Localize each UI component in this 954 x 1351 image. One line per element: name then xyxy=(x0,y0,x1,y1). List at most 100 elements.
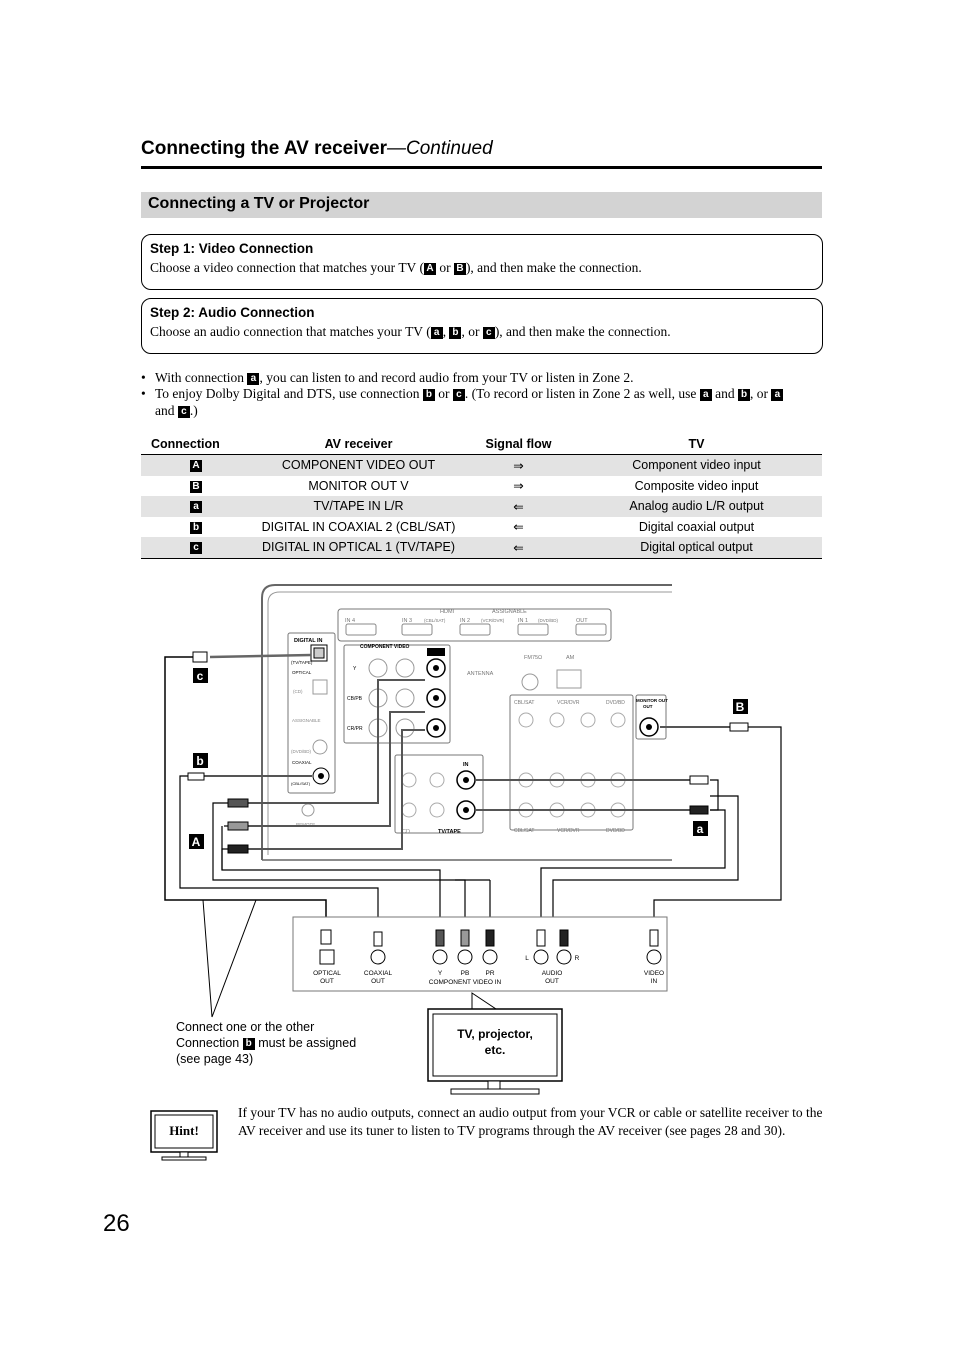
fm-antenna-jack xyxy=(521,673,539,691)
tv-monitor-illustration xyxy=(427,1008,563,1095)
step1-text-before: Choose a video connection that matches y… xyxy=(150,260,424,275)
cbl-sat-small-label: (CBL/SAT) xyxy=(291,781,311,786)
tv-tape-label: TV/TAPE xyxy=(438,829,461,835)
header-rule xyxy=(141,166,822,169)
bullet2-line2-and: and xyxy=(155,403,178,418)
bullet2-pre: To enjoy Dolby Digital and DTS, use conn… xyxy=(155,386,423,401)
table-row: b DIGITAL IN COAXIAL 2 (CBL/SAT) ⇐ Digit… xyxy=(141,517,822,538)
in4-label: IN 4 xyxy=(345,618,355,624)
optical-label: OPTICAL xyxy=(292,670,312,675)
row-flow: ⇐ xyxy=(513,520,524,535)
l-label: L xyxy=(525,955,529,962)
bullet2-or: or xyxy=(434,386,453,401)
note-line2-pre: Connection xyxy=(176,1036,243,1050)
section-heading-bar: Connecting a TV or Projector xyxy=(141,192,822,218)
tv-caption-line2: etc. xyxy=(485,1043,506,1057)
pb-in-label: PB xyxy=(461,970,470,977)
bullet2-and: and xyxy=(711,386,739,401)
key-b: b xyxy=(449,327,462,339)
key-B: B xyxy=(190,480,202,493)
key-b: b xyxy=(242,1038,255,1050)
row-flow: ⇐ xyxy=(466,537,571,559)
page-header-title: Connecting the AV receiver—Continued xyxy=(141,138,493,160)
video-in-line1: VIDEO xyxy=(644,970,664,977)
component-out-badge xyxy=(427,648,445,656)
optical-port-cd xyxy=(312,679,328,695)
row-key-cell: c xyxy=(141,537,251,559)
bullet2-or2: , or xyxy=(750,386,772,401)
key-A: A xyxy=(190,460,202,473)
step2-box: Step 2: Audio Connection Choose an audio… xyxy=(141,298,823,354)
remote-label: REMOTE xyxy=(296,822,315,827)
bullet-2-cont: and c.) xyxy=(155,403,198,419)
in1-label: IN 1 xyxy=(518,618,528,624)
col-connection: Connection xyxy=(141,434,251,455)
key-B: B xyxy=(453,263,466,275)
tv-callout-pointer xyxy=(471,992,498,1010)
cbl-sat-column-bottom: CBL/SAT xyxy=(514,828,534,834)
digital-in-label: DIGITAL IN xyxy=(294,638,323,644)
hint-label: Hint! xyxy=(169,1123,199,1138)
in2-label: IN 2 xyxy=(460,618,470,624)
in3-label: IN 3 xyxy=(402,618,412,624)
row-flow: ⇐ xyxy=(466,496,571,517)
row-key-cell: A xyxy=(141,454,251,476)
antenna-label: ANTENNA xyxy=(467,671,494,677)
tv-tape-labels: IN TV/TAPE CD xyxy=(402,762,469,835)
step1-text: Choose a video connection that matches y… xyxy=(150,260,642,276)
hdmi-labels: HDMI ASSIGNABLE IN 4 IN 3 (CBL/SAT) IN 2… xyxy=(345,609,588,624)
diagram-key-b: b xyxy=(196,754,203,768)
pr-in-label: PR xyxy=(485,970,494,977)
row-key-cell: B xyxy=(141,476,251,497)
tv-tape-small-label: (TV/TAPE) xyxy=(291,660,313,665)
row-tv: Analog audio L/R output xyxy=(571,496,822,517)
bullet2-mid: . (To record or listen in Zone 2 as well… xyxy=(464,386,700,401)
monitor-out-sub: OUT xyxy=(643,704,653,709)
r-label: R xyxy=(575,955,580,962)
key-c: c xyxy=(452,389,465,401)
hdmi-label: HDMI xyxy=(440,609,455,615)
coaxial-out-line1: COAXIAL xyxy=(364,970,393,977)
am-label: AM xyxy=(566,655,575,661)
antenna-labels: FM75Ω AM ANTENNA xyxy=(467,655,575,677)
in3-sub: (CBL/SAT) xyxy=(424,618,446,623)
diagram-key-a: a xyxy=(697,822,704,836)
step2-text: Choose an audio connection that matches … xyxy=(150,324,671,340)
fm-label: FM75Ω xyxy=(524,655,542,661)
row-key-cell: b xyxy=(141,517,251,538)
dvd-bd-small-label: (DVD/BD) xyxy=(291,749,312,754)
row-receiver: DIGITAL IN OPTICAL 1 (TV/TAPE) xyxy=(251,537,466,559)
audio-out-line2: OUT xyxy=(545,978,559,985)
key-a: a xyxy=(699,389,712,401)
row-tv: Digital coaxial output xyxy=(638,519,755,534)
key-a: a xyxy=(247,373,260,385)
step2-text-before: Choose an audio connection that matches … xyxy=(150,324,431,339)
col-av-receiver: AV receiver xyxy=(251,434,466,455)
key-b: b xyxy=(738,389,751,401)
component-video-label: COMPONENT VIDEO xyxy=(360,644,410,650)
key-A: A xyxy=(423,263,436,275)
hint-text: If your TV has no audio outputs, connect… xyxy=(238,1105,823,1138)
hdmi-out-label: OUT xyxy=(576,618,588,624)
vcr-dvr-column-bottom: VCR/DVR xyxy=(557,828,580,834)
cables xyxy=(164,653,782,935)
remote-jack xyxy=(301,803,315,817)
coaxial-out-line2: OUT xyxy=(371,978,385,985)
tv-caption-line1: TV, projector, xyxy=(457,1027,533,1041)
bullet1-pre: With connection xyxy=(155,370,248,385)
table-header-row: Connection AV receiver Signal flow TV xyxy=(141,434,822,455)
am-antenna-terminal xyxy=(556,669,582,689)
step1-box: Step 1: Video Connection Choose a video … xyxy=(141,234,823,290)
optical-out-line1: OPTICAL xyxy=(313,970,341,977)
note-line2: Connection b must be assigned xyxy=(176,1035,356,1051)
hint-tv-icon xyxy=(150,1110,218,1161)
table-row: c DIGITAL IN OPTICAL 1 (TV/TAPE) ⇐ Digit… xyxy=(141,537,822,559)
step2-text-after: ), and then make the connection. xyxy=(494,324,671,339)
diagram-keys: c b A B a xyxy=(189,668,748,849)
row-receiver: COMPONENT VIDEO OUT xyxy=(251,454,466,476)
monitor-out-label: MONITOR OUT xyxy=(636,698,668,703)
cb-pb-label: CB/PB xyxy=(347,696,363,702)
row-tv: Composite video input xyxy=(634,478,759,493)
step1-title: Step 1: Video Connection xyxy=(150,241,314,256)
coaxial-port-pin xyxy=(318,773,324,779)
